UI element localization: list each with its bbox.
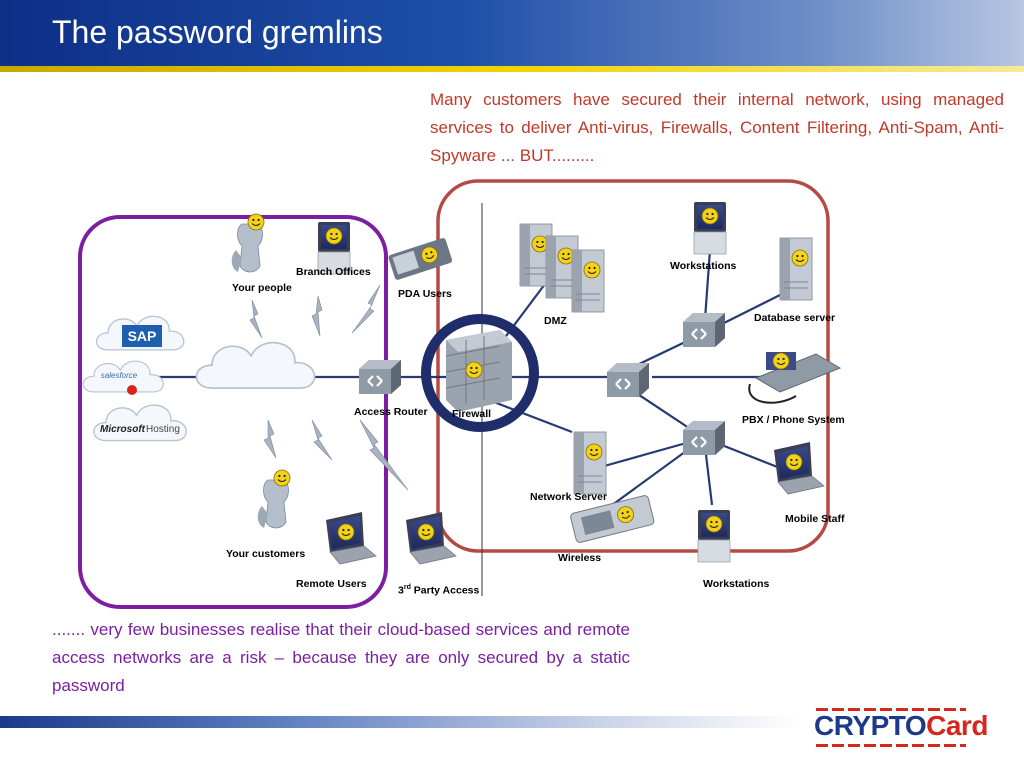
logo-dash-bottom (816, 744, 966, 747)
label-remote-users: Remote Users (296, 578, 367, 590)
page-title: The password gremlins (52, 14, 383, 50)
label-third-party-suffix: rd (403, 584, 411, 591)
label-pda-users: PDA Users (398, 288, 452, 300)
router-icon (681, 311, 727, 349)
lightning-icon (311, 419, 333, 461)
hosting-logo-text: Hosting (146, 424, 180, 435)
cryptocard-logo: CRYPTOCard (814, 704, 988, 752)
title-underline (0, 66, 1024, 72)
label-workstations-bottom: Workstations (703, 578, 770, 590)
label-access-router: Access Router (354, 406, 428, 418)
cloud-services: SAP salesforce Microsoft Hosting (82, 315, 187, 442)
monitor-icon (698, 510, 730, 562)
logo-text-crypto: CRYPTO (814, 710, 927, 741)
microsoft-logo-text: Microsoft (100, 424, 146, 435)
conclusion-text: ....... very few businesses realise that… (52, 620, 630, 695)
server-icon (572, 250, 604, 312)
phone-icon (748, 352, 842, 404)
person-icon (232, 214, 264, 272)
title-bar (0, 0, 1024, 68)
label-database-server: Database server (754, 312, 836, 324)
label-your-people: Your people (232, 282, 292, 294)
pda-icon (570, 495, 655, 543)
label-mobile-staff: Mobile Staff (785, 513, 845, 525)
label-network-server: Network Server (530, 491, 608, 503)
router-icon (605, 361, 651, 399)
logo-text-card: Card (926, 710, 988, 741)
intro-text: Many customers have secured their intern… (430, 90, 1004, 165)
salesforce-badge-icon (127, 385, 137, 395)
server-icon (574, 432, 606, 494)
lightning-icon (249, 299, 263, 339)
label-branch-offices: Branch Offices (296, 266, 371, 278)
person-icon (258, 470, 290, 528)
laptop-icon (774, 442, 824, 494)
firewall-icon (445, 330, 512, 412)
wireless-links (249, 284, 409, 491)
laptop-icon (326, 512, 376, 564)
salesforce-logo-text: salesforce (101, 371, 138, 380)
sap-logo (122, 325, 162, 347)
lightning-icon (351, 284, 381, 334)
label-workstations-top: Workstations (670, 260, 737, 272)
pda-icon (388, 238, 453, 280)
label-pbx-phone-system: PBX / Phone System (742, 414, 845, 426)
logo-wordmark: CRYPTOCard (814, 710, 988, 742)
label-firewall: Firewall (452, 408, 492, 420)
monitor-icon (694, 202, 726, 254)
lightning-icon (263, 419, 277, 459)
lightning-icon (359, 419, 409, 491)
logo-dash-top (816, 708, 966, 711)
label-your-customers: Your customers (226, 548, 306, 560)
server-icon (780, 238, 812, 300)
firewall-ring (421, 314, 539, 432)
router-icon (357, 358, 403, 396)
label-third-party-access: 3rd Party Access (398, 584, 479, 597)
cloud-icon (195, 341, 316, 389)
lightning-icon (311, 295, 323, 337)
router-icon (681, 419, 727, 457)
sap-logo-text: SAP (128, 328, 157, 344)
cloud-icon (93, 404, 187, 442)
label-third-party-text: Party Access (410, 584, 480, 597)
footer-bar (0, 716, 800, 728)
external-zone-border (78, 215, 388, 609)
label-third-party-number: 3 (398, 584, 404, 597)
label-dmz: DMZ (544, 315, 567, 327)
label-wireless: Wireless (558, 552, 602, 564)
